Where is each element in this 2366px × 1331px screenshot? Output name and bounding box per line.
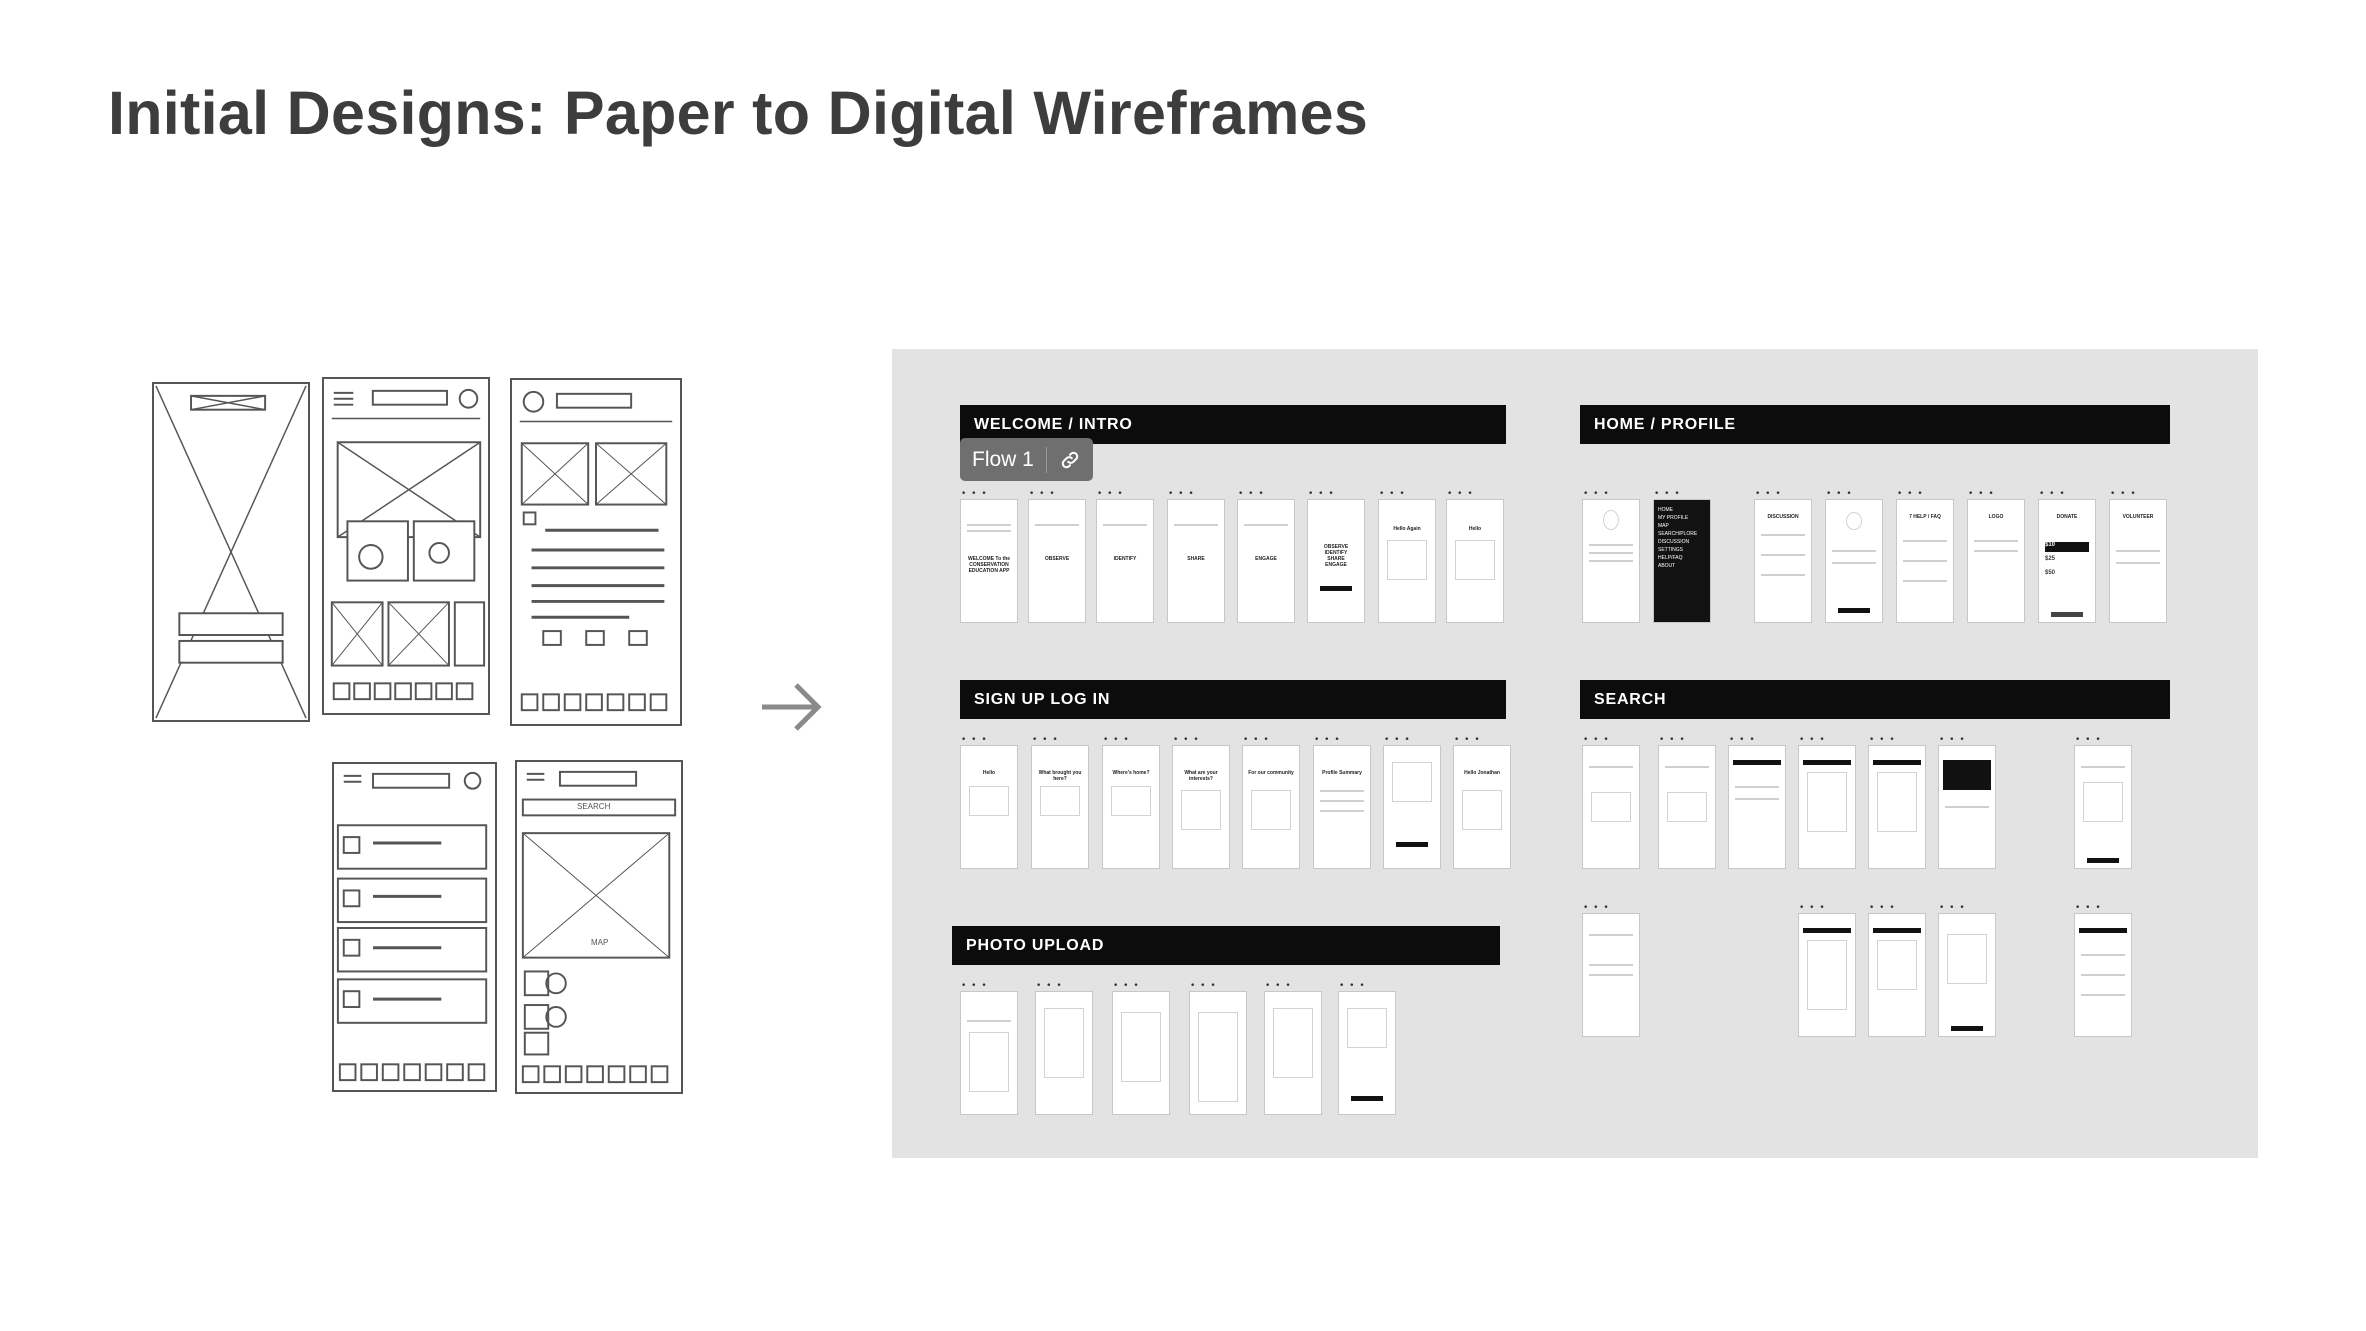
flow-pill[interactable]: Flow 1 xyxy=(960,438,1093,481)
link-icon[interactable] xyxy=(1059,449,1081,471)
wireframe-frame[interactable]: • • • xyxy=(1868,735,1926,869)
menu-item[interactable]: ABOUT xyxy=(1658,563,1676,569)
wireframe-frame[interactable]: • • • xyxy=(2074,735,2132,869)
frame-label: IDENTIFY xyxy=(1113,556,1137,562)
sketch-map-label: MAP xyxy=(591,938,609,947)
wireframe-frame[interactable]: • • •DONATE $10 $25 $50 xyxy=(2038,489,2096,623)
wireframe-frame[interactable]: • • •WELCOME To the CONSERVATION EDUCATI… xyxy=(960,489,1018,623)
wireframe-frame[interactable]: • • • xyxy=(1938,903,1996,1037)
wireframe-frame[interactable]: • • •DISCUSSION xyxy=(1754,489,1812,623)
frame-label: Profile Summary xyxy=(1322,770,1362,776)
wireframe-frame[interactable]: • • •7 HELP / FAQ xyxy=(1896,489,1954,623)
section-header-photo: PHOTO UPLOAD xyxy=(952,926,1500,965)
donate-amount[interactable]: $50 xyxy=(2045,570,2056,576)
wireframe-frame[interactable]: • • • xyxy=(1825,489,1883,623)
wireframe-frame[interactable]: • • • xyxy=(1658,735,1716,869)
arrow-right-icon xyxy=(762,683,822,731)
menu-item[interactable]: HELP/FAQ xyxy=(1658,555,1683,561)
frame-label: DONATE xyxy=(2056,514,2078,520)
wireframe-frame[interactable]: • • •What brought you here? xyxy=(1031,735,1089,869)
wireframe-frame[interactable]: • • •Where's home? xyxy=(1102,735,1160,869)
wireframe-frame[interactable]: • • • xyxy=(1112,981,1170,1115)
frame-label: Hello xyxy=(1468,526,1482,532)
menu-item[interactable]: SEARCH/PLORE xyxy=(1658,531,1698,537)
frame-label: OBSERVE xyxy=(1044,556,1070,562)
wireframe-frame[interactable]: • • • xyxy=(1798,735,1856,869)
wireframe-frame[interactable]: • • •Hello Jonathan xyxy=(1453,735,1511,869)
flow-label: Flow 1 xyxy=(972,447,1034,471)
frame-label: WELCOME To the CONSERVATION EDUCATION AP… xyxy=(967,556,1011,574)
wireframe-frame[interactable]: • • • xyxy=(1582,735,1640,869)
frame-label: OBSERVE IDENTIFY SHARE ENGAGE xyxy=(1323,544,1349,568)
wireframe-frame[interactable]: • • •ENGAGE xyxy=(1237,489,1295,623)
frame-label: Where's home? xyxy=(1112,770,1150,776)
frame-label: SHARE xyxy=(1187,556,1205,562)
wireframe-frame[interactable]: • • • xyxy=(1938,735,1996,869)
wireframe-frame[interactable]: • • •For our community xyxy=(1242,735,1300,869)
frame-label: Hello xyxy=(982,770,996,776)
menu-item[interactable]: MAP xyxy=(1658,523,1669,529)
wireframe-frame[interactable]: • • •What are your interests? xyxy=(1172,735,1230,869)
menu-item[interactable]: SETTINGS xyxy=(1658,547,1684,553)
frame-label: DISCUSSION xyxy=(1767,514,1799,520)
menu-item[interactable]: HOME xyxy=(1658,507,1673,513)
paper-sketch-home xyxy=(322,377,490,715)
paper-sketch-search-map: SEARCH MAP xyxy=(515,760,683,1094)
wireframe-frame[interactable]: • • •OBSERVE xyxy=(1028,489,1086,623)
frame-label: What are your interests? xyxy=(1184,770,1218,782)
wireframe-frame[interactable]: • • • xyxy=(1035,981,1093,1115)
paper-sketch-list xyxy=(332,762,497,1092)
wireframe-frame[interactable]: • • • xyxy=(2074,903,2132,1037)
frame-label: ENGAGE xyxy=(1255,556,1277,562)
frame-label: LOGO xyxy=(1988,514,2004,520)
home-menu: HOME MY PROFILE MAP SEARCH/PLORE DISCUSS… xyxy=(1658,506,1697,570)
wireframe-frame[interactable]: • • •IDENTIFY xyxy=(1096,489,1154,623)
section-header-signup: SIGN UP LOG IN xyxy=(960,680,1506,719)
wireframe-frame[interactable]: • • • xyxy=(1189,981,1247,1115)
wireframe-frame[interactable]: • • •Hello xyxy=(1446,489,1504,623)
wireframe-frame[interactable]: • • • xyxy=(1582,903,1640,1037)
frame-label: What brought you here? xyxy=(1038,770,1082,782)
menu-item[interactable]: DISCUSSION xyxy=(1658,539,1690,545)
paper-sketch-splash xyxy=(152,382,310,722)
frame-label: Hello Again xyxy=(1393,526,1421,532)
wireframe-frame[interactable]: • • •Profile Summary xyxy=(1313,735,1371,869)
menu-item[interactable]: MY PROFILE xyxy=(1658,515,1689,521)
wireframe-frame[interactable]: • • •LOGO xyxy=(1967,489,2025,623)
wireframe-frame[interactable]: • • • xyxy=(1264,981,1322,1115)
wireframe-frame[interactable]: • • • xyxy=(960,981,1018,1115)
donate-amount[interactable]: $25 xyxy=(2045,556,2056,562)
wireframe-frame[interactable]: • • •VOLUNTEER xyxy=(2109,489,2167,623)
wireframe-canvas: WELCOME / INTRO • • •WELCOME To the CONS… xyxy=(892,349,2258,1158)
wireframe-frame[interactable]: • • •OBSERVE IDENTIFY SHARE ENGAGE xyxy=(1307,489,1365,623)
wireframe-frame[interactable]: • • •Hello Again xyxy=(1378,489,1436,623)
wireframe-frame[interactable]: • • • xyxy=(1868,903,1926,1037)
wireframe-frame[interactable]: • • •SHARE xyxy=(1167,489,1225,623)
section-header-home: HOME / PROFILE xyxy=(1580,405,2170,444)
frame-label: For our community xyxy=(1248,770,1294,776)
frame-label: Hello Jonathan xyxy=(1464,770,1500,776)
wireframe-frame[interactable]: • • • xyxy=(1338,981,1396,1115)
section-header-welcome: WELCOME / INTRO xyxy=(960,405,1506,444)
sketch-search-label: SEARCH xyxy=(577,802,611,811)
donate-amount[interactable]: $10 xyxy=(2045,542,2089,552)
wireframe-frame[interactable]: • • • xyxy=(1798,903,1856,1037)
paper-sketch-discussion xyxy=(510,378,682,726)
wireframe-frame[interactable]: • • • xyxy=(1728,735,1786,869)
section-header-search: SEARCH xyxy=(1580,680,2170,719)
wireframe-frame-menu[interactable]: • • • HOME MY PROFILE MAP SEARCH/PLORE D… xyxy=(1653,489,1711,623)
wireframe-frame[interactable]: • • •Hello xyxy=(960,735,1018,869)
page-title: Initial Designs: Paper to Digital Wirefr… xyxy=(108,79,1369,147)
frame-label: 7 HELP / FAQ xyxy=(1909,514,1941,520)
wireframe-frame[interactable]: • • • xyxy=(1582,489,1640,623)
wireframe-frame[interactable]: • • • xyxy=(1383,735,1441,869)
frame-label: VOLUNTEER xyxy=(2122,514,2154,520)
divider xyxy=(1045,446,1047,473)
